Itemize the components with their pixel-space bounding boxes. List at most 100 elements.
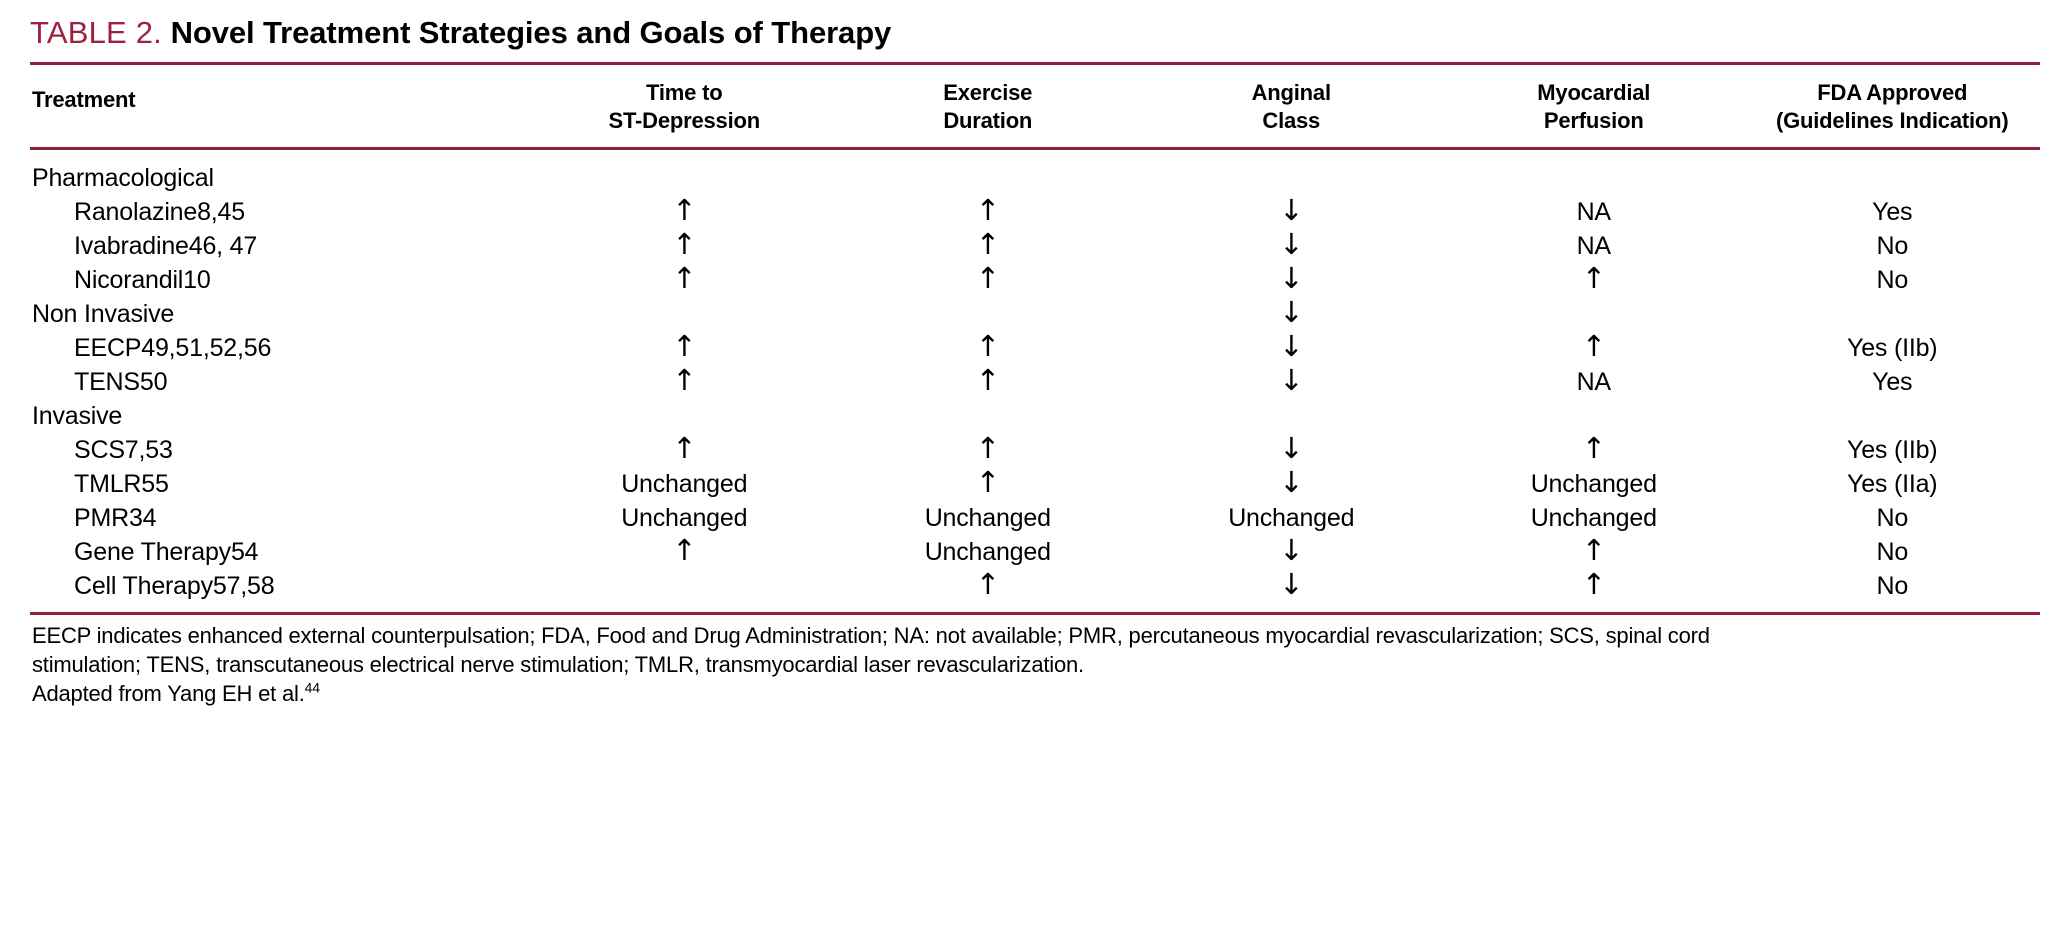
footnote-source-text: Adapted from Yang EH et al. [32, 681, 305, 706]
column-header-myocardial-perfusion-line1: Myocardial [1537, 80, 1651, 105]
table-header: Treatment Time to ST-Depression Exercise… [30, 65, 2040, 147]
column-header-anginal-class-line2: Class [1262, 108, 1321, 133]
column-header-treatment-line1: Treatment [32, 87, 136, 112]
arrow-down-icon: ↓ [1279, 295, 1304, 329]
table-footnote: EECP indicates enhanced external counter… [30, 615, 2040, 708]
cell-myocardial-perfusion: NA [1576, 368, 1612, 396]
arrow-up-icon: ↑ [975, 227, 1000, 261]
cell-fda-approved: Yes (IIb) [1847, 436, 1938, 464]
arrow-up-icon-exercise-duration: ↑ [836, 365, 1140, 399]
arrow-up-icon: ↑ [975, 329, 1000, 363]
table-2-container: TABLE 2. Novel Treatment Strategies and … [30, 15, 2041, 708]
arrow-down-icon-anginal-class: ↓ [1140, 297, 1444, 331]
arrow-down-icon: ↓ [1279, 329, 1304, 363]
column-header-st-depression: Time to ST-Depression [533, 65, 837, 147]
arrow-down-icon: ↓ [1279, 567, 1304, 601]
cell-exercise-duration: Unchanged [924, 504, 1051, 532]
column-header-myocardial-perfusion-line2: Perfusion [1543, 108, 1644, 133]
table-title-text: Novel Treatment Strategies and Goals of … [170, 15, 892, 50]
column-header-st-depression-line1: Time to [646, 80, 723, 105]
column-header-st-depression-line2: ST-Depression [608, 108, 761, 133]
arrow-up-icon-st-depression: ↑ [533, 433, 837, 467]
arrow-up-icon: ↑ [975, 193, 1000, 227]
arrow-down-icon-anginal-class: ↓ [1140, 569, 1444, 612]
footnote-reference-number: 44 [304, 679, 320, 696]
arrow-down-icon-anginal-class: ↓ [1140, 263, 1444, 297]
treatment-name: SCS7,53 [74, 436, 173, 464]
arrow-up-icon: ↑ [1581, 431, 1606, 465]
cell-fda-approved: No [1876, 538, 1909, 566]
cell-myocardial-perfusion: NA [1576, 198, 1612, 226]
arrow-up-icon: ↑ [975, 465, 1000, 499]
group-label: Pharmacological [32, 164, 214, 192]
arrow-up-icon: ↑ [672, 363, 697, 397]
cell-st-depression [533, 297, 837, 331]
arrow-up-icon: ↑ [975, 363, 1000, 397]
column-header-anginal-class-line1: Anginal [1251, 80, 1331, 105]
cell-myocardial-perfusion: Unchanged [1530, 470, 1657, 498]
arrow-down-icon-anginal-class: ↓ [1140, 467, 1444, 501]
cell-exercise-duration [836, 399, 1140, 433]
arrow-down-icon: ↓ [1279, 363, 1304, 397]
table-row: SCS7,53 ↑ ↑ ↓ ↑ Yes (IIb) [30, 433, 2040, 467]
cell-anginal-class: Unchanged [1228, 504, 1355, 532]
arrow-up-icon-exercise-duration: ↑ [836, 467, 1140, 501]
arrow-up-icon: ↑ [672, 193, 697, 227]
cell-fda-approved [1745, 399, 2041, 433]
cell-myocardial-perfusion [1443, 150, 1745, 195]
arrow-down-icon: ↓ [1279, 533, 1304, 567]
footnote-line-1: EECP indicates enhanced external counter… [32, 623, 1710, 648]
treatment-name: Cell Therapy57,58 [74, 572, 275, 600]
cell-myocardial-perfusion [1443, 297, 1745, 331]
arrow-down-icon: ↓ [1279, 227, 1304, 261]
treatment-name: TENS50 [74, 368, 168, 396]
cell-anginal-class [1140, 399, 1444, 433]
treatment-strategies-table: Treatment Time to ST-Depression Exercise… [30, 65, 2040, 147]
arrow-up-icon: ↑ [1581, 261, 1606, 295]
cell-st-depression [533, 150, 837, 195]
rule-top [30, 62, 2040, 65]
arrow-up-icon-exercise-duration: ↑ [836, 331, 1140, 365]
arrow-up-icon: ↑ [1581, 329, 1606, 363]
table-number-label: TABLE 2. [30, 15, 162, 50]
cell-st-depression: Unchanged [621, 504, 748, 532]
arrow-down-icon: ↓ [1279, 193, 1304, 227]
footnote-line-3: Adapted from Yang EH et al.44 [32, 679, 2040, 708]
cell-st-depression: Unchanged [621, 470, 748, 498]
arrow-up-icon-exercise-duration: ↑ [836, 263, 1140, 297]
arrow-up-icon-st-depression: ↑ [533, 229, 837, 263]
table-row: PMR34 Unchanged Unchanged Unchanged Unchange… [30, 501, 2040, 535]
treatment-name: Ranolazine8,45 [74, 198, 245, 226]
arrow-up-icon: ↑ [975, 261, 1000, 295]
arrow-up-icon-st-depression: ↑ [533, 331, 837, 365]
arrow-up-icon-myocardial-perfusion: ↑ [1443, 263, 1745, 297]
arrow-up-icon: ↑ [975, 431, 1000, 465]
cell-fda-approved: Yes [1872, 198, 1913, 226]
cell-exercise-duration: Unchanged [924, 538, 1051, 566]
arrow-down-icon-anginal-class: ↓ [1140, 433, 1444, 467]
treatment-name: PMR34 [74, 504, 157, 532]
arrow-down-icon-anginal-class: ↓ [1140, 229, 1444, 263]
cell-myocardial-perfusion: NA [1576, 232, 1612, 260]
arrow-up-icon-exercise-duration: ↑ [836, 433, 1140, 467]
arrow-down-icon-anginal-class: ↓ [1140, 195, 1444, 229]
cell-fda-approved: No [1876, 232, 1909, 260]
arrow-up-icon: ↑ [975, 567, 1000, 601]
arrow-down-icon-anginal-class: ↓ [1140, 365, 1444, 399]
treatment-name: TMLR55 [74, 470, 169, 498]
cell-exercise-duration [836, 297, 1140, 331]
arrow-down-icon-anginal-class: ↓ [1140, 535, 1444, 569]
table-group-row: Pharmacological [30, 150, 2040, 195]
treatment-name: Nicorandil10 [74, 266, 211, 294]
arrow-up-icon-st-depression: ↑ [533, 263, 837, 297]
group-label: Invasive [32, 402, 123, 430]
cell-fda-approved: No [1876, 504, 1909, 532]
cell-fda-approved: No [1876, 572, 1909, 600]
arrow-up-icon: ↑ [672, 329, 697, 363]
table-row: Cell Therapy57,58↑↓↑No [30, 569, 2040, 612]
column-header-myocardial-perfusion: Myocardial Perfusion [1443, 65, 1745, 147]
cell-myocardial-perfusion: Unchanged [1530, 504, 1657, 532]
